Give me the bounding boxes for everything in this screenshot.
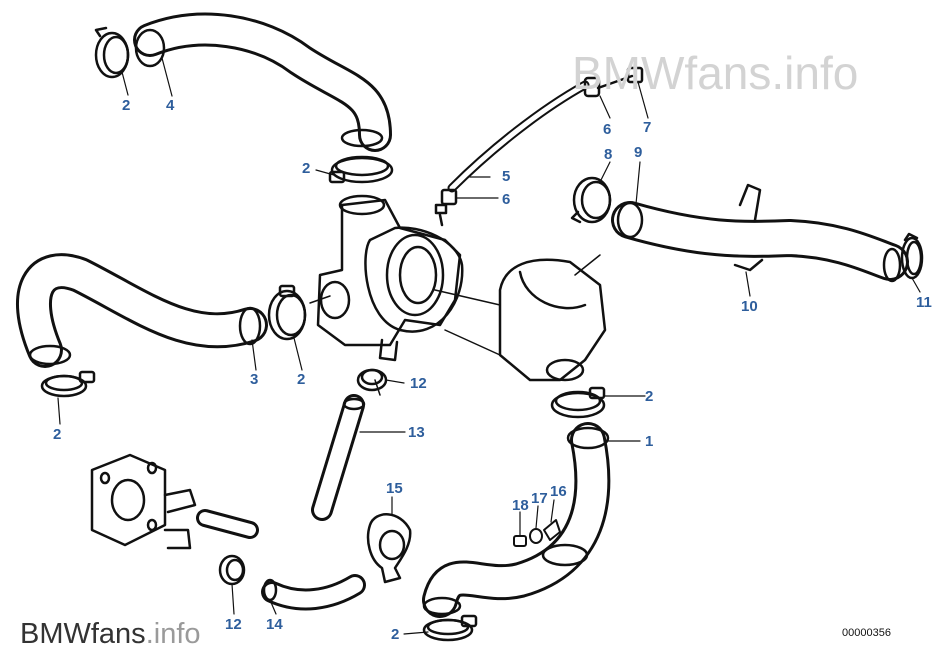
callout-2: 2: [645, 388, 654, 405]
short-hose-flange: [196, 509, 259, 539]
document-number: 00000356: [842, 627, 891, 639]
clamp-8: [570, 176, 612, 224]
callout-13: 13: [408, 424, 425, 441]
callout-10: 10: [741, 298, 758, 315]
callout-9: 9: [634, 144, 643, 161]
clamp-12-lower: [218, 554, 246, 586]
callout-2: 2: [53, 426, 62, 443]
callout-18: 18: [512, 497, 529, 514]
clamp-2-left-mid: [267, 284, 307, 341]
callout-6: 6: [603, 121, 612, 138]
clamp-2-bottom-left: [40, 370, 96, 398]
hose-5: [447, 80, 590, 193]
callout-1: 1: [645, 433, 654, 450]
callout-14: 14: [266, 616, 283, 633]
callout-6: 6: [502, 191, 511, 208]
callout-8: 8: [604, 146, 613, 163]
callout-7: 7: [643, 119, 652, 136]
callout-2: 2: [122, 97, 131, 114]
assembly-guide-lines: [309, 289, 501, 396]
clamp-2-bottom: [422, 614, 478, 642]
callout-3: 3: [250, 371, 259, 388]
clamp-12-mid: [356, 368, 388, 392]
clamp-2-right: [550, 386, 606, 419]
pipe-9: [611, 183, 909, 283]
clip-6-mid: [440, 188, 458, 206]
watermark-bottom: BMWfans.info: [20, 618, 201, 651]
callout-5: 5: [502, 168, 511, 185]
callout-2: 2: [302, 160, 311, 177]
fasteners-16-17-18: [513, 519, 561, 547]
clamp-2-upper: [328, 155, 394, 184]
callout-15: 15: [386, 480, 403, 497]
callout-2: 2: [391, 626, 400, 643]
hose-1: [422, 422, 611, 618]
water-flange: [90, 453, 197, 550]
bracket-15: [366, 513, 412, 584]
watermark-brand: BMWfans: [20, 618, 146, 650]
callout-11: 11: [916, 294, 932, 311]
callout-4: 4: [166, 97, 175, 114]
callout-17: 17: [531, 490, 548, 507]
hose-13: [311, 394, 366, 521]
thermostat-housing: [316, 194, 464, 362]
clip-6-7-top: [583, 66, 644, 98]
callout-12: 12: [225, 616, 242, 633]
callout-2: 2: [297, 371, 306, 388]
leader-lines: [57, 57, 921, 635]
hose-14: [261, 574, 366, 611]
watermark-suffix: .info: [145, 618, 201, 650]
clamp-2-top-left: [94, 26, 130, 79]
callout-12: 12: [410, 375, 427, 392]
thermostat-cover: [498, 254, 607, 382]
watermark-top: BMWfans.info: [572, 47, 859, 99]
callout-16: 16: [550, 483, 567, 500]
hose-3: [16, 253, 268, 368]
hose-4: [133, 12, 392, 152]
